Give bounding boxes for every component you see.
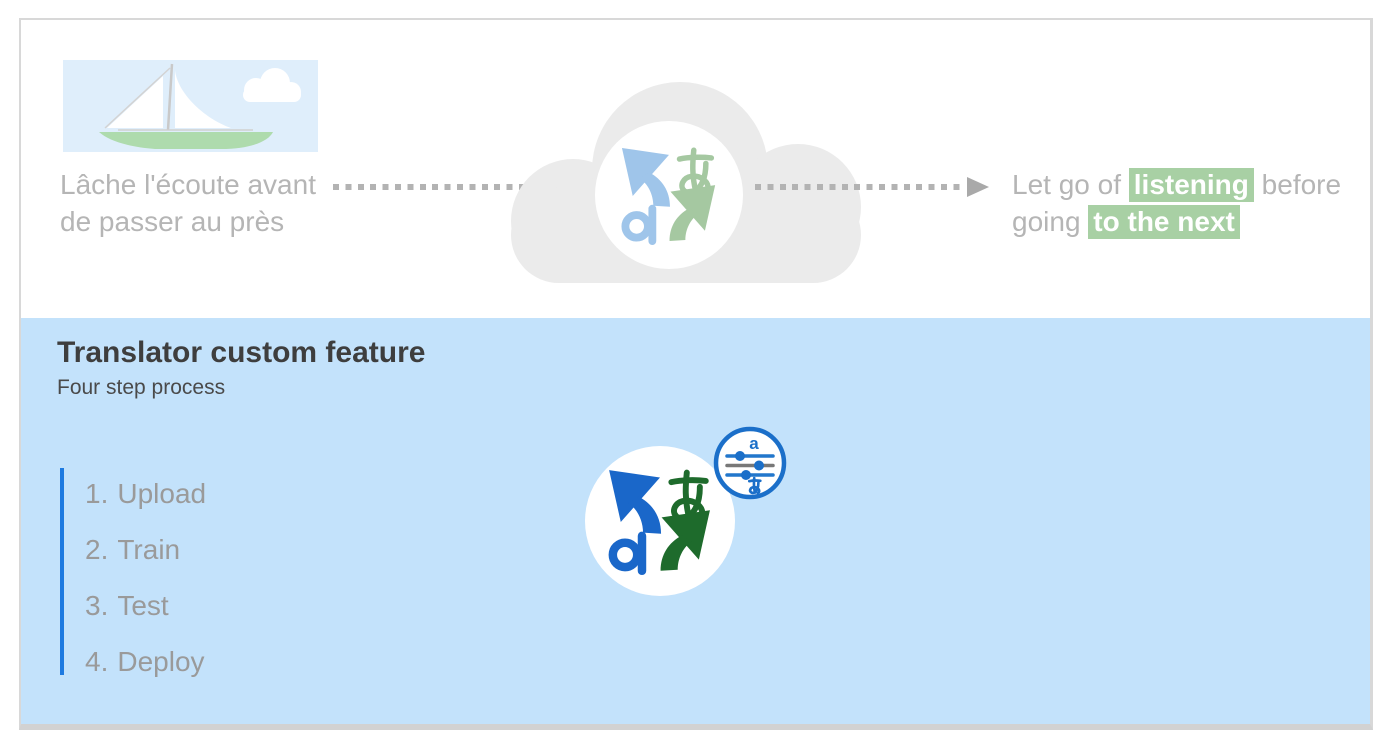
highlight-to-the-next: to the next	[1088, 205, 1240, 239]
slider-knobs	[735, 451, 764, 480]
section-title: Translator custom feature	[57, 336, 426, 369]
sailboat-scene-icon	[63, 60, 318, 152]
source-text: Lâche l'écoute avant de passer au près	[60, 166, 316, 240]
target-text-line1: Let go of listening before	[1012, 166, 1341, 203]
target-text-line2: going to the next	[1012, 203, 1341, 240]
translation-cloud-icon	[511, 82, 861, 283]
boat-main-sail	[175, 70, 231, 128]
target-text: Let go of listening before going to the …	[1012, 166, 1341, 240]
badge-ring	[713, 426, 787, 500]
slide-card: Lâche l'écoute avant de passer au près L…	[19, 18, 1373, 730]
step-item-deploy: 4. Deploy	[85, 647, 206, 677]
settings-sliders-badge-icon: a	[713, 426, 787, 500]
highlight-listening: listening	[1128, 168, 1254, 202]
cloud-inner-circle	[595, 121, 743, 269]
step-item-train: 2. Train	[85, 535, 206, 565]
section-subtitle: Four step process	[57, 376, 226, 399]
step-label: Deploy	[117, 646, 205, 677]
badge-letter-a: a	[749, 434, 759, 453]
step-number: 1.	[85, 478, 109, 509]
step-number: 4.	[85, 646, 109, 677]
target-text-segment: Let go of	[1012, 169, 1129, 200]
step-label: Train	[117, 534, 181, 565]
step-list: 1. Upload 2. Train 3. Test 4. Deploy	[85, 479, 206, 703]
step-label: Test	[117, 590, 169, 621]
target-text-segment: before	[1253, 169, 1342, 200]
translator-logo-icon	[585, 446, 735, 596]
step-item-test: 3. Test	[85, 591, 206, 621]
dotted-arrow-icon	[755, 177, 989, 197]
boat-forestay	[104, 67, 171, 129]
boat-jib-sail	[107, 76, 163, 128]
source-text-line2: de passer au près	[60, 206, 285, 237]
target-text-segment: going	[1012, 206, 1089, 237]
step-number: 3.	[85, 590, 109, 621]
accent-bar	[60, 468, 64, 675]
step-label: Upload	[117, 478, 207, 509]
source-text-line1: Lâche l'écoute avant	[60, 169, 316, 200]
boat-mast	[166, 63, 174, 131]
cloud-small-icon	[243, 68, 301, 102]
step-item-upload: 1. Upload	[85, 479, 206, 509]
boat-hull	[99, 132, 273, 149]
step-number: 2.	[85, 534, 109, 565]
